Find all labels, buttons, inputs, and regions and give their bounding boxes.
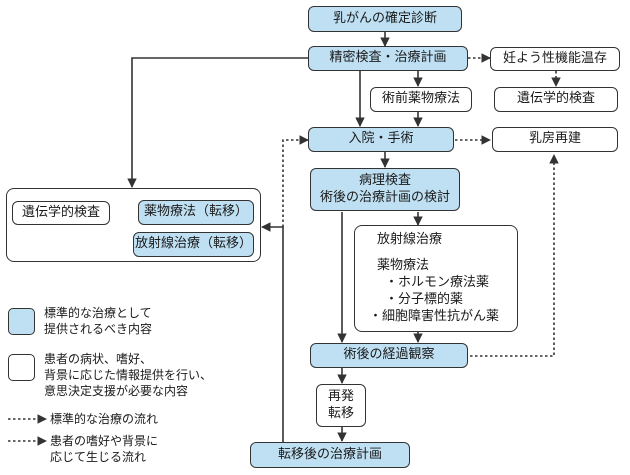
node-fertility: 妊よう性機能温存 [490,47,620,71]
node-recurrence-line2: 転移 [327,405,354,421]
node-fertility-label: 妊よう性機能温存 [502,50,607,66]
legend-blue-swatch [8,308,35,335]
node-metastatic-plan: 転移後の治療計画 [250,442,410,468]
node-genetic-test-right-label: 遺伝学的検査 [516,91,595,107]
node-genetic-test-right: 遺伝学的検査 [494,87,618,112]
node-genetic-test-left: 遺伝学的検査 [12,201,110,225]
legend-blue-text: 標準的な治療として 提供されるべき内容 [44,305,152,337]
legend-white-line3: 意思決定支援が必要な内容 [44,384,189,399]
dotted-to-surgery [282,135,309,227]
node-reconstruction-label: 乳房再建 [528,131,581,147]
node-followup: 術後の経過観察 [310,343,468,368]
node-surgery-label: 入院・手術 [348,131,414,147]
node-diagnosis: 乳がんの確定診断 [308,6,462,32]
node-recurrence-line1: 再発 [327,389,354,405]
node-pathology-line1: 病理検査 [358,173,411,189]
legend-blue-line2: 提供されるべき内容 [44,322,153,337]
node-pathology-line2: 術後の治療計画の検討 [319,189,450,205]
legend-white-line2: 背景に応じた情報提供を行い、 [44,368,213,383]
node-surgery: 入院・手術 [308,127,454,152]
node-diagnosis-label: 乳がんの確定診断 [332,10,437,26]
node-followup-label: 術後の経過観察 [343,347,435,363]
node-metastatic-radiation-label: 放射線治療（転移） [134,236,252,252]
legend-blue-line1: 標準的な治療として [44,306,152,320]
legend-solid-text: 標準的な治療の流れ [50,411,158,427]
node-genetic-test-left-label: 遺伝学的検査 [21,204,100,220]
legend-solid-line: 標準的な治療の流れ [50,412,159,426]
adjuvant-item-cytotoxic: ・細胞障害性抗がん薬 [369,308,500,324]
node-recurrence: 再発 転移 [316,384,366,427]
node-metastatic-drug: 薬物療法（転移） [138,200,254,225]
legend-white-swatch [8,354,35,381]
legend-white-text: 患者の病状、嗜好、 背景に応じた情報提供を行い、 意思決定支援が必要な内容 [44,351,212,400]
node-metastatic-drug-label: 薬物療法（転移） [143,204,248,220]
adjuvant-radiation: 放射線治療 [377,232,443,247]
legend-dotted-text: 患者の嗜好や背景に 応じて生じる流れ [50,433,158,465]
arrow-workup-to-metastatic-group [127,57,325,188]
node-reconstruction: 乳房再建 [492,127,618,152]
node-neoadjuvant-label: 術前薬物療法 [381,91,460,107]
arrow-metastatic-plan-to-group [261,222,284,446]
legend-dotted-line1: 患者の嗜好や背景に [50,434,159,448]
node-metastatic-radiation: 放射線治療（転移） [133,232,254,257]
adjuvant-item-hormone: ・ホルモン療法薬 [385,274,490,290]
node-metastatic-plan-label: 転移後の治療計画 [277,446,382,462]
adjuvant-drug-therapy: 薬物療法 [377,257,430,273]
node-workup: 精密検査・治療計画 [308,46,468,71]
legend-white-line1: 患者の病状、嗜好、 [44,352,153,366]
node-pathology: 病理検査 術後の治療計画の検討 [310,168,460,211]
node-workup-label: 精密検査・治療計画 [329,50,447,66]
node-adjuvant: 放射線治療 薬物療法 ・ホルモン療法薬 ・分子標的薬 ・細胞障害性抗がん薬 [354,225,518,332]
legend-dotted-line2: 応じて生じる流れ [50,450,147,465]
adjuvant-item-targeted: ・分子標的薬 [385,291,464,307]
node-neoadjuvant: 術前薬物療法 [370,87,472,112]
